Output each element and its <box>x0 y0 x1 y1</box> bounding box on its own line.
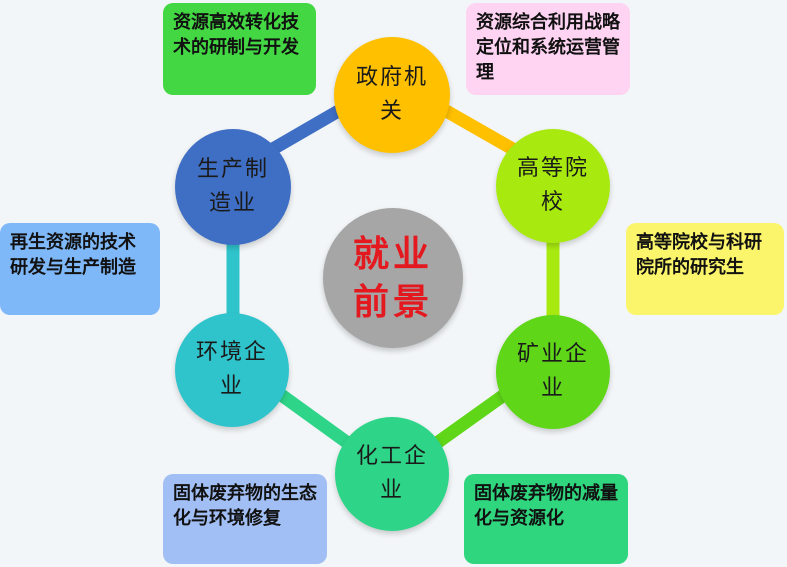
center-node-label: 就业前景 <box>352 233 433 323</box>
box-resource-tech: 资源高效转化技术的研制与开发 <box>163 3 316 95</box>
node-mining-label: 矿业企业 <box>516 342 589 401</box>
node-environment-label: 环境企业 <box>195 340 268 399</box>
box-recycling: 再生资源的技术研发与生产制造 <box>0 223 160 315</box>
box-resource-strategy-text: 资源综合利用战略定位和系统运营管理 <box>476 12 620 83</box>
box-recycling-text: 再生资源的技术研发与生产制造 <box>10 232 136 278</box>
node-environment: 环境企业 <box>175 313 289 427</box>
box-research-text: 高等院校与科研院所的研究生 <box>636 232 762 278</box>
box-waste-reduction-text: 固体废弃物的减量化与资源化 <box>474 483 618 529</box>
box-waste-eco: 固体废弃物的生态化与环境修复 <box>163 474 327 564</box>
box-resource-strategy: 资源综合利用战略定位和系统运营管理 <box>466 3 630 95</box>
node-government: 政府机关 <box>334 37 450 153</box>
node-government-label: 政府机关 <box>355 65 428 124</box>
box-waste-reduction: 固体废弃物的减量化与资源化 <box>464 474 628 564</box>
center-node-employment-prospects: 就业前景 <box>323 208 463 348</box>
node-manufacturing-label: 生产制造业 <box>196 157 269 216</box>
node-chemical-label: 化工企业 <box>355 444 428 503</box>
box-resource-tech-text: 资源高效转化技术的研制与开发 <box>173 12 299 58</box>
node-university-label: 高等院校 <box>516 156 589 215</box>
box-research: 高等院校与科研院所的研究生 <box>626 223 784 315</box>
node-manufacturing: 生产制造业 <box>175 129 291 245</box>
node-chemical: 化工企业 <box>335 417 449 531</box>
node-university: 高等院校 <box>496 129 610 243</box>
node-mining: 矿业企业 <box>496 315 610 429</box>
box-waste-eco-text: 固体废弃物的生态化与环境修复 <box>173 483 317 529</box>
